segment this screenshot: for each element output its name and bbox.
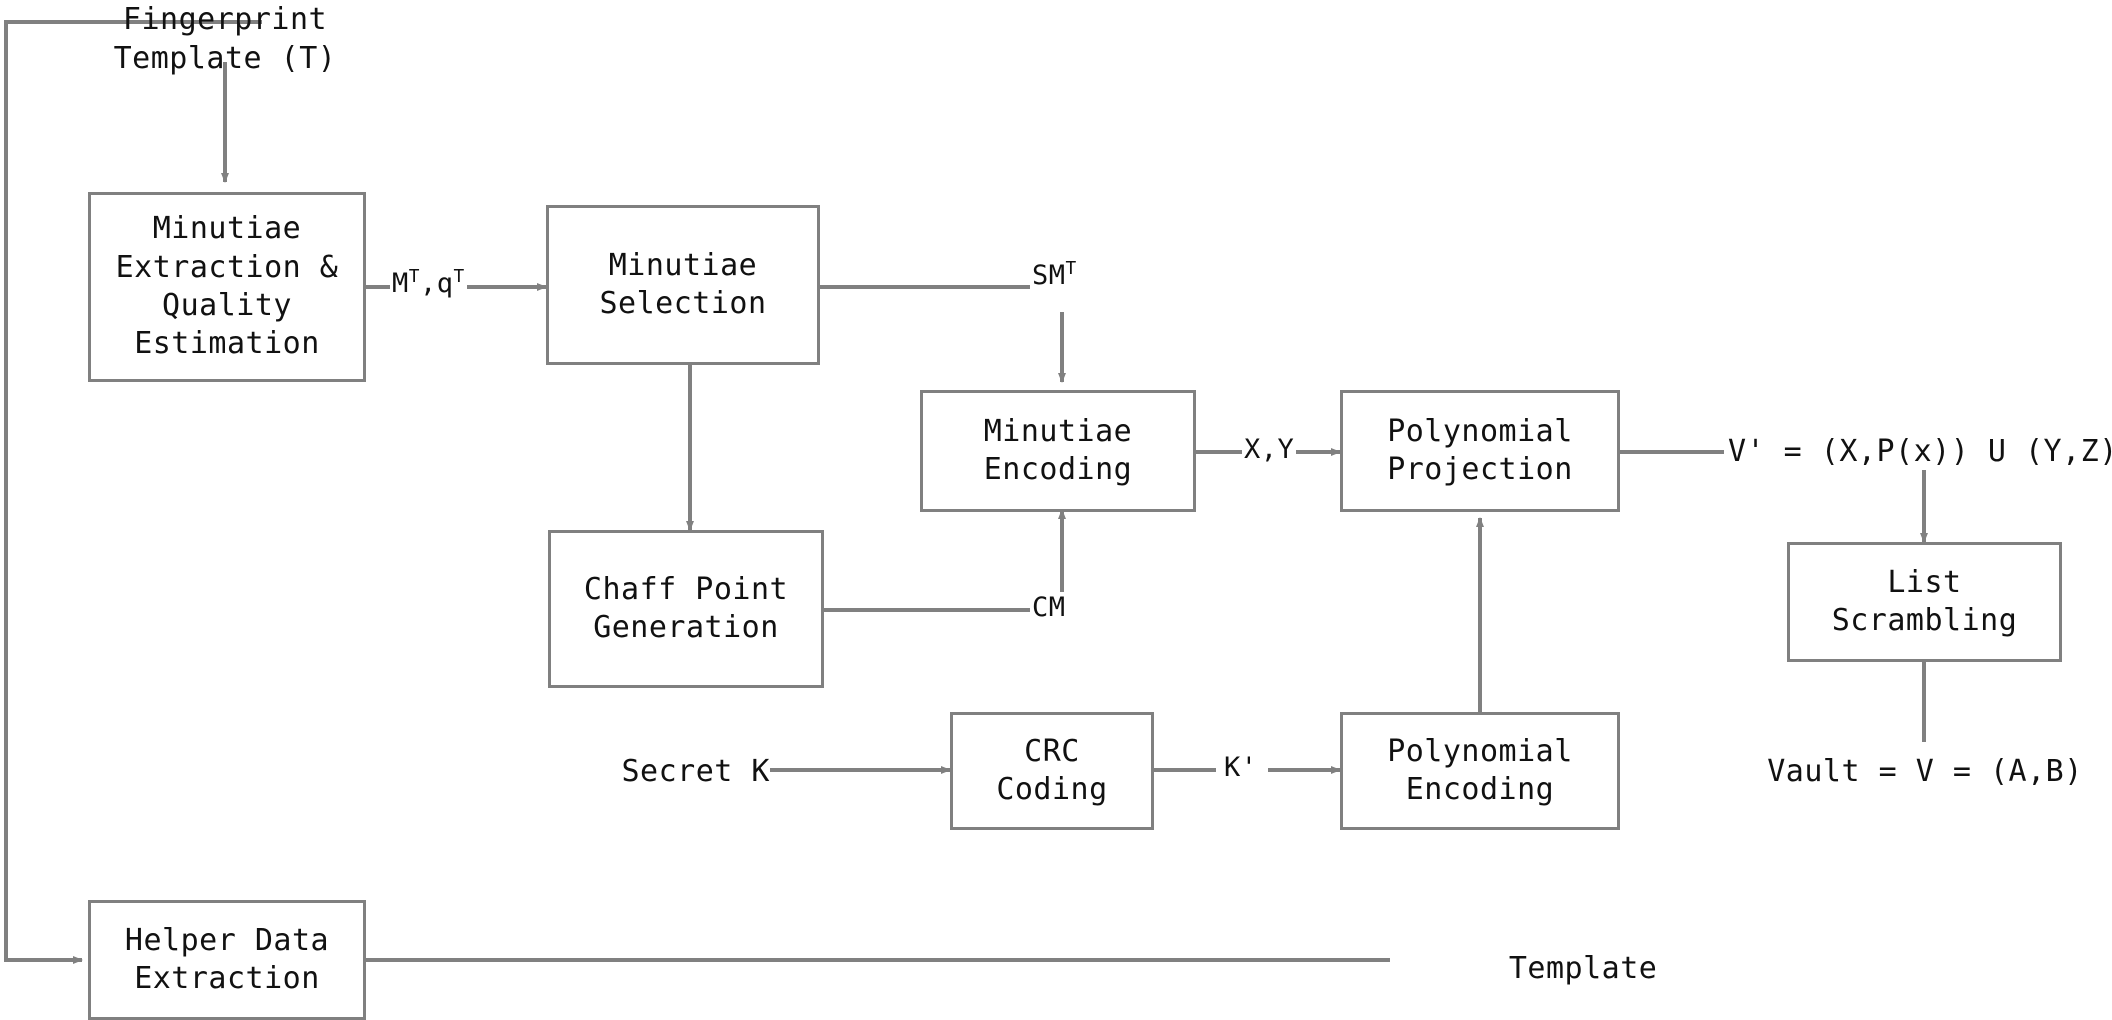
label-vault-expression: V' = (X,P(x)) U (Y,Z) xyxy=(1728,434,2112,469)
edge-label-cm: CM xyxy=(1030,592,1068,623)
m-base: M xyxy=(392,268,409,299)
edge-label-sm: SMT xyxy=(1030,260,1079,291)
template-helper-data-line1: Template xyxy=(1508,951,1658,986)
node-polynomial-projection[interactable]: Polynomial Projection xyxy=(1340,390,1620,512)
q-mid: ,q xyxy=(420,268,454,299)
sm-base: SM xyxy=(1032,260,1066,291)
label-vault-output: Vault = V = (A,B) xyxy=(1767,754,2083,789)
node-minutiae-extraction-quality-estimation[interactable]: Minutiae Extraction & Quality Estimation xyxy=(88,192,366,382)
label-template-helper-data: Template Helper Data HT xyxy=(1336,910,1756,1020)
node-list-scrambling[interactable]: List Scrambling xyxy=(1787,542,2062,662)
edge-label-xy: X,Y xyxy=(1242,434,1297,465)
sm-sup: T xyxy=(1065,258,1077,279)
node-polynomial-encoding[interactable]: Polynomial Encoding xyxy=(1340,712,1620,830)
m-sup: T xyxy=(408,266,420,287)
edge-label-m-q: MT,qT xyxy=(390,268,467,299)
label-fingerprint-template: Fingerprint Template (T) xyxy=(113,2,337,76)
edge-template-to-helper xyxy=(4,20,262,964)
node-minutiae-selection[interactable]: Minutiae Selection xyxy=(546,205,820,365)
node-chaff-point-generation[interactable]: Chaff Point Generation xyxy=(548,530,824,688)
node-crc-coding[interactable]: CRC Coding xyxy=(950,712,1154,830)
label-secret-k: Secret K xyxy=(621,754,770,789)
node-minutiae-encoding[interactable]: Minutiae Encoding xyxy=(920,390,1196,512)
q-sup: T xyxy=(453,266,465,287)
node-helper-data-extraction[interactable]: Helper Data Extraction xyxy=(88,900,366,1020)
edge-label-k-prime: K' xyxy=(1222,752,1260,783)
